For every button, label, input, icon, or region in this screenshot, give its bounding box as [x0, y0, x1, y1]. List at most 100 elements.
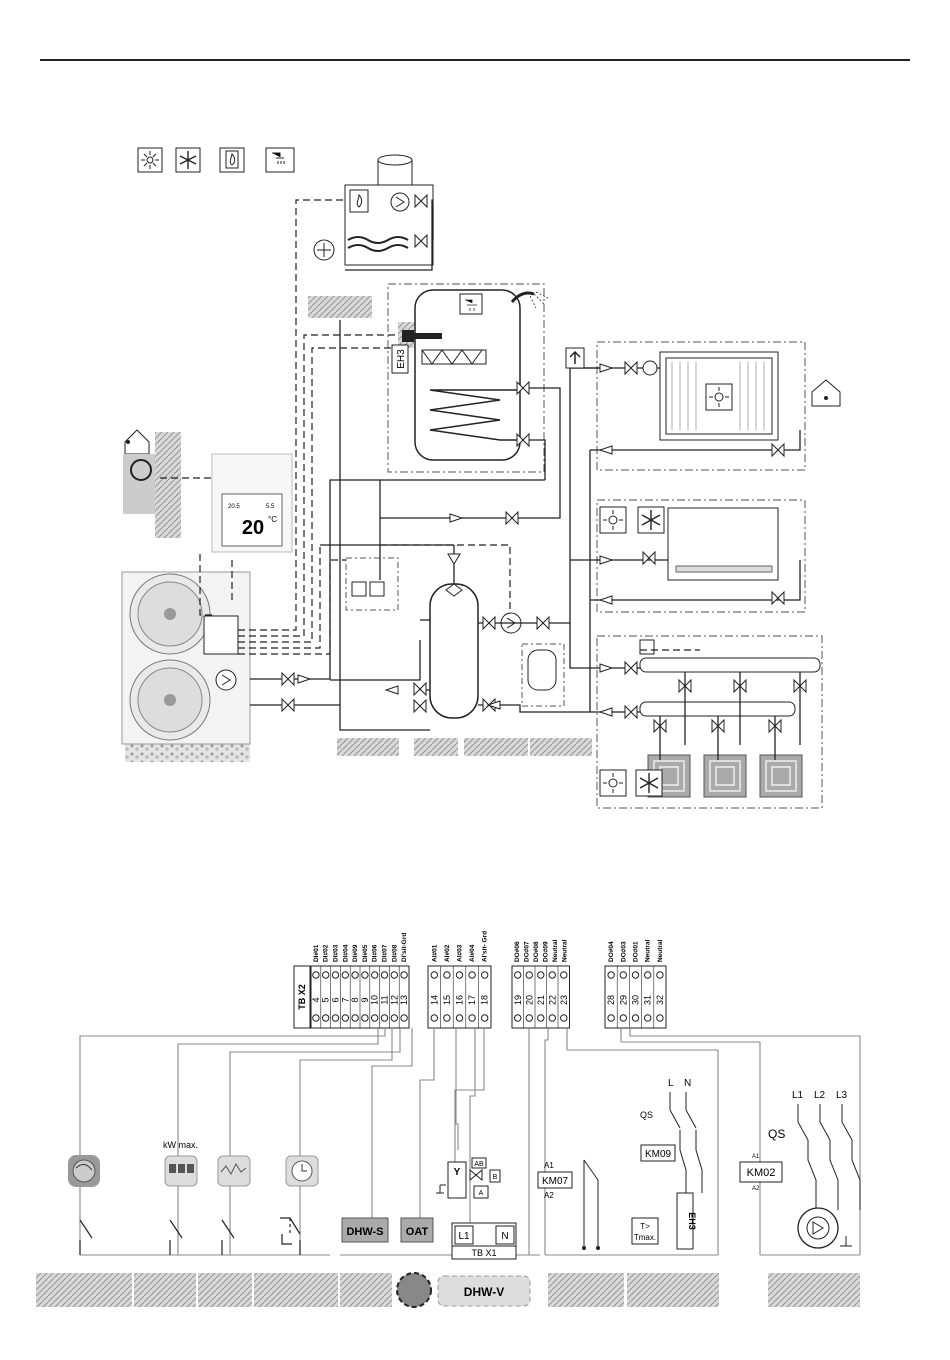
- terminal-screw-bottom: [619, 1014, 627, 1022]
- fancoil-sun-icon: [599, 506, 627, 534]
- terminal-screw-top: [514, 971, 522, 979]
- expansion-vessel: [521, 643, 565, 707]
- radiator: [659, 351, 779, 441]
- terminal-screw-bottom: [560, 1014, 568, 1022]
- heat-pump-outdoor-unit: [121, 571, 251, 762]
- terminal-number: 30: [631, 995, 641, 1005]
- valve-a-label: A: [479, 1190, 484, 1197]
- terminal-number: 17: [467, 995, 477, 1005]
- fancoil-snow-icon: [637, 506, 665, 534]
- boiler-flame-icon: [219, 147, 245, 173]
- terminal-header: DI#03: [333, 944, 340, 962]
- terminal-header: AI#02: [444, 944, 451, 962]
- l2-label: L2: [814, 1090, 826, 1101]
- terminal-number: 32: [655, 995, 665, 1005]
- terminal-screw-bottom: [525, 1014, 533, 1022]
- terminal-screw-bottom: [361, 1014, 369, 1022]
- terminal-screw-bottom: [607, 1014, 615, 1022]
- floor-sun-icon: [599, 769, 627, 797]
- valve-b-label: B: [493, 1174, 498, 1181]
- terminal-number: 15: [442, 995, 452, 1005]
- flow-arrows: [297, 363, 614, 717]
- house-icon-right: [811, 379, 841, 407]
- terminal-screw-bottom: [351, 1014, 359, 1022]
- terminal-header: DI#02: [323, 944, 330, 962]
- tb-x1-terminal: L1 N TB X1: [451, 1222, 517, 1260]
- terminal-screw-bottom: [455, 1014, 464, 1022]
- dhw-s-label: DHW-S: [346, 1226, 383, 1238]
- tb-x2-label-box: TB X2: [293, 965, 311, 1029]
- switch-contacts: [79, 1217, 301, 1255]
- km07-relay: A1 A2 KM07: [537, 1159, 600, 1250]
- terminal-screw-top: [548, 971, 556, 979]
- terminal-header: AI#01: [431, 944, 438, 962]
- terminal-number: 8: [350, 997, 360, 1002]
- terminal-number: 11: [380, 995, 390, 1004]
- floor-zone-border: [596, 635, 823, 809]
- km07-a1-label: A1: [544, 1161, 554, 1170]
- terminal-screw-bottom: [644, 1014, 652, 1022]
- terminal-screw-top: [644, 971, 652, 979]
- terminal-number: 23: [559, 995, 569, 1005]
- terminal-header: AI#04: [469, 944, 476, 962]
- terminal-screw-top: [455, 971, 464, 979]
- thermostat-temperature: 20: [242, 517, 264, 539]
- terminal-screw-top: [390, 971, 398, 979]
- terminal-header: AI#03: [457, 944, 464, 962]
- device-sensor-gauge: [68, 1155, 100, 1187]
- device-kw-meter: kW max.: [163, 1140, 198, 1187]
- terminal-screw-top: [525, 971, 533, 979]
- terminal-screw-bottom: [430, 1014, 438, 1022]
- terminal-screw-bottom: [514, 1014, 522, 1022]
- terminal-header: DI#09: [352, 944, 359, 962]
- terminal-number: 16: [455, 995, 465, 1005]
- sun-heating-icon: [137, 147, 163, 173]
- terminal-header: DI#01: [313, 944, 320, 962]
- tmax-line1-label: T>: [640, 1222, 650, 1231]
- terminal-number: 14: [429, 995, 439, 1005]
- terminal-screw-top: [322, 971, 330, 979]
- eh3-wiring-label: EH3: [687, 1212, 697, 1230]
- terminal-screw-bottom: [481, 1014, 489, 1022]
- terminal-number: 18: [480, 995, 490, 1005]
- terminal-header: Neutral: [552, 939, 559, 962]
- terminal-screw-top: [361, 971, 369, 979]
- terminal-screw-bottom: [548, 1014, 556, 1022]
- tb-x1-l1-label: L1: [458, 1231, 470, 1242]
- tb-x1-n-label: N: [501, 1231, 508, 1242]
- terminal-screw-top: [468, 971, 476, 979]
- outdoor-sensor-block: [123, 429, 181, 538]
- air-vent-icon: [565, 347, 585, 369]
- terminal-number: 4: [311, 997, 321, 1002]
- terminal-screw-top: [341, 971, 349, 979]
- terminal-screw-top: [430, 971, 438, 979]
- km02-a1-label: A1: [752, 1154, 760, 1160]
- km07-a2-label: A2: [544, 1191, 554, 1200]
- shower-dhw-icon: [265, 147, 295, 173]
- hatched-label-row: [337, 738, 592, 756]
- terminal-number: 20: [524, 995, 534, 1005]
- floor-manifold: [639, 639, 821, 717]
- valves: [281, 193, 807, 734]
- km09-label: KM09: [645, 1149, 672, 1160]
- km02-a2-label: A2: [752, 1186, 760, 1192]
- terminal-screw-bottom: [331, 1014, 340, 1022]
- terminal-header: DO#06: [514, 941, 521, 962]
- device-chart-controller: [217, 1155, 251, 1187]
- terminal-header: Neutral: [657, 939, 664, 962]
- terminal-screw-top: [400, 971, 408, 979]
- terminal-number: 7: [340, 997, 350, 1002]
- terminal-screw-bottom: [322, 1014, 330, 1022]
- terminal-screw-bottom: [656, 1014, 664, 1022]
- tb-x2-label: TB X2: [297, 984, 307, 1010]
- qs-small-label: QS: [640, 1110, 653, 1120]
- terminal-screw-bottom: [468, 1014, 476, 1022]
- terminal-header: DO#07: [523, 941, 530, 962]
- eh3-heater-circuit: L N QS KM09 EH3 T> Tmax.: [631, 1078, 703, 1250]
